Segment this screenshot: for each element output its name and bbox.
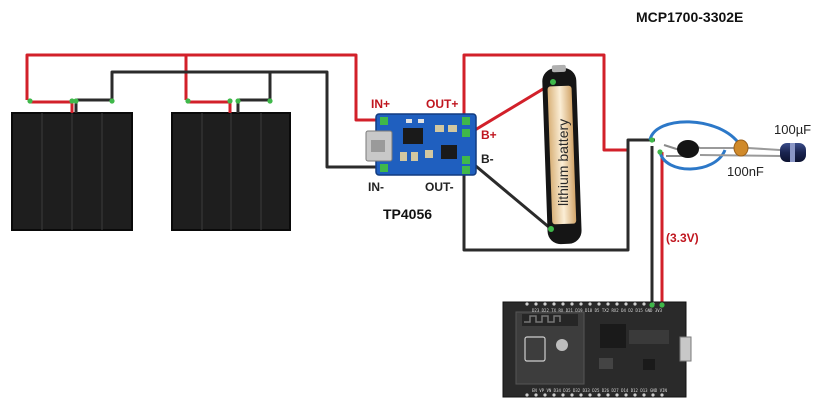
tp4056-label: TP4056 bbox=[383, 206, 432, 222]
b-minus-label: B- bbox=[481, 152, 494, 166]
lithium-battery bbox=[542, 64, 582, 245]
wire-junction-dots bbox=[27, 98, 665, 308]
pad-in-plus bbox=[380, 117, 388, 125]
out-plus-label: OUT+ bbox=[426, 97, 458, 111]
battery-label: lithium battery bbox=[555, 119, 571, 206]
electrolytic-capacitor bbox=[780, 143, 806, 162]
regulator-loop-wire bbox=[648, 120, 742, 171]
solar-panel-left bbox=[11, 112, 133, 231]
svg-text:EN VP VN D34 D35 D32 D33 D25 D: EN VP VN D34 D35 D32 D33 D25 D26 D27 D14… bbox=[532, 388, 667, 393]
output-negative-wire bbox=[462, 138, 655, 308]
in-plus-label: IN+ bbox=[371, 97, 390, 111]
ceramic-capacitor bbox=[733, 139, 749, 157]
regulator-label: MCP1700-3302E bbox=[636, 9, 743, 25]
pad-b-plus bbox=[462, 129, 470, 137]
out-minus-label: OUT- bbox=[425, 180, 454, 194]
output-positive-wire bbox=[462, 53, 664, 308]
pad-b-minus bbox=[462, 156, 470, 164]
tp4056-module bbox=[365, 113, 477, 176]
cap-100nf-label: 100nF bbox=[727, 164, 764, 179]
cap-100uf-label: 100µF bbox=[774, 122, 811, 137]
panel-positive-wires bbox=[25, 53, 388, 122]
voltage-label: (3.3V) bbox=[666, 231, 699, 245]
panel-negative-wires bbox=[74, 70, 388, 169]
esp32-board: D23 D22 TX RX D21 D19 D18 D5 TX2 RX2 D4 … bbox=[502, 301, 692, 398]
mcp1700-regulator bbox=[677, 140, 699, 158]
in-minus-label: IN- bbox=[368, 180, 384, 194]
solar-panel-right bbox=[171, 112, 291, 231]
svg-text:D23 D22 TX RX D21 D19 D18 D5 T: D23 D22 TX RX D21 D19 D18 D5 TX2 RX2 D4 … bbox=[532, 308, 663, 313]
pad-out-minus bbox=[462, 166, 470, 174]
battery-terminal-dots bbox=[548, 79, 556, 232]
pad-in-minus bbox=[380, 164, 388, 172]
b-plus-label: B+ bbox=[481, 128, 497, 142]
pad-out-plus bbox=[462, 117, 470, 125]
